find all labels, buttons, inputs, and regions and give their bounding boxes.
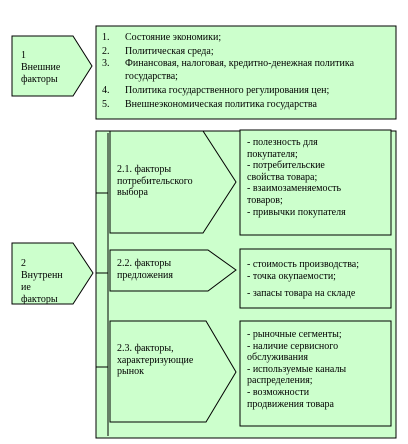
list-item: товаров;: [247, 194, 283, 206]
list-item: 1. Состояние экономики;: [102, 31, 383, 45]
group-2-2-items-box: [239, 248, 392, 309]
list-item: 3. Финансовая, налоговая, кредитно-денеж…: [102, 58, 383, 84]
internal-label: 2 Внутренн ие факторы: [21, 258, 63, 304]
group-title-line: 2.1. факторы: [117, 164, 172, 175]
group-2-3-items-box: [239, 320, 392, 427]
group-title-line: рынок: [117, 366, 144, 378]
internal-label-line: Внутренн: [21, 270, 63, 281]
list-item: 2. Политическая среда;: [102, 45, 383, 59]
external-label-line: Внешние: [21, 62, 61, 73]
group-title-line: выбора: [117, 187, 148, 199]
list-item-text: Внешнеэкономическая политика государства: [125, 99, 317, 111]
internal-label-line: ие: [21, 282, 31, 293]
list-item: - запасы товара на складе: [247, 288, 356, 300]
list-item-text: Состояние экономики;: [125, 32, 222, 43]
list-item-text: Политика государственного регулирования …: [125, 85, 330, 97]
group-2-2-items: - стоимость производства; - точка окупае…: [247, 259, 359, 300]
list-item: - полезность для: [247, 137, 318, 148]
list-item: - наличие сервисного: [247, 340, 339, 352]
group-2-3-title: 2.3. факторы, характеризующие рынок: [117, 343, 193, 378]
list-item-number: 1.: [102, 32, 110, 43]
list-item: распределения;: [247, 375, 313, 387]
internal-label-number: 2: [21, 258, 26, 269]
group-title-line: 2.2. факторы: [117, 258, 172, 269]
external-factors-list: 1. Состояние экономики; 2. Политическая …: [102, 31, 383, 112]
list-item: обслуживания: [247, 352, 308, 364]
group-2-1-arrow: [109, 130, 237, 234]
external-label: 1 Внешние факторы: [21, 50, 60, 86]
list-item: продвижения товара: [247, 398, 334, 410]
group-2-1-items-box: [239, 129, 392, 236]
list-item: - возможности: [247, 386, 310, 398]
group-2-1-title: 2.1. факторы потребительского выбора: [117, 164, 193, 199]
external-label-number: 1: [21, 50, 26, 61]
internal-label-line: факторы: [21, 294, 58, 304]
list-item-number: 3.: [102, 58, 110, 70]
group-title-line: потребительского: [117, 175, 193, 187]
group-2-1-items: - полезность для покупателя; - потребите…: [247, 137, 346, 218]
group-title-line: характеризующие: [117, 354, 194, 366]
list-item: 5. Внешнеэкономическая политика государс…: [102, 98, 383, 112]
list-item-text: Политическая среда;: [125, 45, 214, 57]
group-2-3-items: - рыночные сегменты; - наличие сервисног…: [247, 329, 346, 410]
group-title-line: предложения: [117, 269, 174, 281]
group-2-2-title: 2.2. факторы предложения: [117, 258, 173, 281]
list-item: - рыночные сегменты;: [247, 329, 342, 340]
group-2-3-arrow: [109, 320, 237, 423]
list-item-number: 2.: [102, 45, 110, 57]
list-item-number: 4.: [102, 85, 110, 97]
list-item: покупателя;: [247, 148, 298, 160]
list-item-number: 5.: [102, 99, 110, 111]
group-2-2-arrow: [109, 249, 237, 292]
list-item: - потребительские: [247, 160, 325, 172]
group-title-line: 2.3. факторы,: [117, 343, 174, 354]
external-factors-box: [95, 25, 397, 120]
list-item: 4. Политика государственного регулирован…: [102, 84, 383, 98]
list-item: свойства товара;: [247, 171, 318, 183]
list-item-text: Финансовая, налоговая, кредитно-денежная…: [125, 58, 355, 83]
list-item: - используемые каналы: [247, 363, 347, 375]
external-factors-arrow: [11, 35, 93, 97]
list-item: - привычки покупателя: [247, 206, 346, 218]
internal-factors-arrow: [11, 242, 94, 305]
external-label-line: факторы: [21, 74, 58, 85]
list-item: - точка окупаемости;: [247, 270, 336, 282]
list-item: - стоимость производства;: [247, 259, 360, 270]
list-item: - взаимозаменяемость: [247, 183, 342, 195]
